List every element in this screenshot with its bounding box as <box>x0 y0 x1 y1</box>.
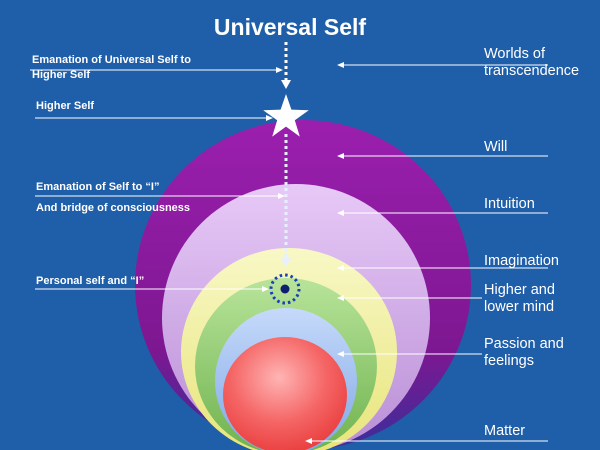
pointer-personal-self-head <box>262 286 269 292</box>
emanation-arrowhead-upper <box>281 80 291 89</box>
label-personal-self: Personal self and “I” <box>36 274 144 289</box>
label-transcendence-line1: Worlds of <box>484 46 545 62</box>
label-emanation-self: Emanation of Self to “I” <box>36 180 159 195</box>
label-mind: Higher and lower mind <box>484 282 555 316</box>
label-passion-line2: feelings <box>484 353 534 369</box>
label-matter-line1: Matter <box>484 423 526 439</box>
pointer-imagination-head <box>337 265 344 271</box>
label-will: Will <box>484 139 507 156</box>
personal-self-ring <box>269 273 301 305</box>
pointer-emanation-self-head <box>278 193 285 199</box>
pointer-higher-self-head <box>266 115 273 121</box>
pointer-will-head <box>337 153 344 159</box>
pointer-matter-head <box>305 438 312 444</box>
label-emanation-universal-line2: Higher Self <box>32 69 91 81</box>
label-passion-line1: Passion and <box>484 336 564 352</box>
emanation-arrowhead-lower <box>281 258 291 267</box>
label-emanation-self-line1: Emanation of Self to “I” <box>36 181 160 193</box>
pointer-mind-head <box>337 295 344 301</box>
label-emanation-universal: Emanation of Universal Self to Higher Se… <box>32 53 191 83</box>
label-imagination-line1: Imagination <box>484 253 559 269</box>
diagram-title: Universal Self <box>213 14 367 40</box>
label-imagination: Imagination <box>484 253 559 270</box>
label-personal-self-line1: Personal self and “I” <box>36 275 145 287</box>
label-intuition: Intuition <box>484 196 535 213</box>
label-transcendence: Worlds of transcendence <box>484 46 579 80</box>
pointer-transcendence-head <box>337 62 344 68</box>
label-intuition-line1: Intuition <box>484 196 535 212</box>
label-emanation-universal-line1: Emanation of Universal Self to <box>32 54 191 66</box>
pointer-intuition-head <box>337 210 344 216</box>
pointer-emanation-universal-head <box>276 67 283 73</box>
label-higher-self-line1: Higher Self <box>36 100 95 112</box>
pointer-passion-head <box>337 351 344 357</box>
label-bridge: And bridge of consciousness <box>36 201 190 216</box>
matter-sphere <box>223 337 347 450</box>
label-transcendence-line2: transcendence <box>484 63 580 79</box>
label-passion: Passion and feelings <box>484 336 564 370</box>
label-bridge-line1: And bridge of consciousness <box>36 202 191 214</box>
label-higher-self: Higher Self <box>36 99 94 114</box>
higher-self-star-icon <box>263 94 309 137</box>
label-will-line1: Will <box>484 139 508 155</box>
label-matter: Matter <box>484 423 525 440</box>
label-mind-line2: lower mind <box>484 299 555 315</box>
label-mind-line1: Higher and <box>484 282 555 298</box>
i-center-dot <box>280 284 290 294</box>
